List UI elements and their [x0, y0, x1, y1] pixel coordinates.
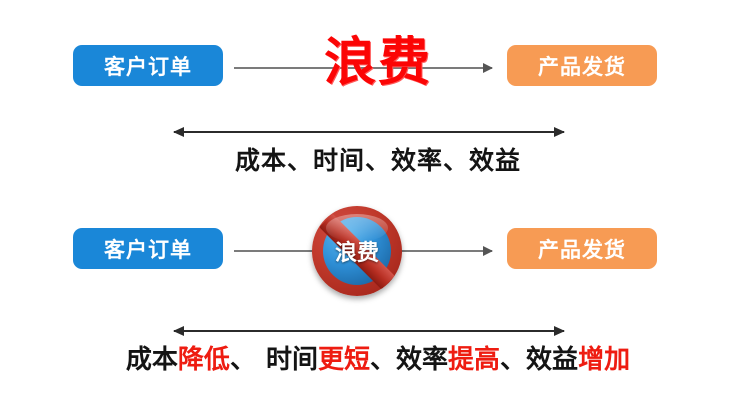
customer-order-box-current: 客户订单 [73, 45, 223, 86]
measure-arrow-improved [173, 326, 565, 336]
factor-segment: 效益 [526, 344, 579, 374]
arrow-head-right-icon [554, 326, 565, 336]
factor-segment: 时间 [265, 344, 318, 374]
factor-segment: 、 [229, 344, 256, 374]
customer-order-box-improved: 客户订单 [73, 228, 223, 269]
factor-segment: 更短 [317, 344, 370, 374]
arrow-head-right-icon [483, 246, 493, 256]
arrow-head-left-icon [173, 326, 184, 336]
factors-label-current: 成本、时间、效率、效益 [234, 147, 521, 175]
factor-segment: 增加 [578, 344, 631, 374]
arrow-head-right-icon [483, 63, 493, 73]
measure-arrow-current [173, 127, 565, 137]
factor-segment: 降低 [177, 344, 230, 374]
factor-segment: 、 [369, 344, 396, 374]
product-shipment-box-improved: 产品发货 [507, 228, 657, 269]
no-waste-prohibition-icon: 浪费 [312, 206, 402, 296]
product-shipment-box-current: 产品发货 [507, 45, 657, 86]
waste-label-current: 浪费 [323, 34, 432, 92]
arrow-head-left-icon [173, 127, 184, 137]
process-arrow-current [234, 63, 493, 73]
factor-segment: 、 [500, 344, 527, 374]
factor-segment: 提高 [448, 344, 501, 374]
factors-label-improved: 成本降低、时间更短、效率提高、效益增加 [0, 339, 756, 376]
arrow-head-right-icon [554, 127, 565, 137]
waste-label-improved: 浪费 [334, 240, 379, 265]
factor-segment: 效率 [396, 344, 449, 374]
factor-segment: 成本 [125, 344, 178, 374]
